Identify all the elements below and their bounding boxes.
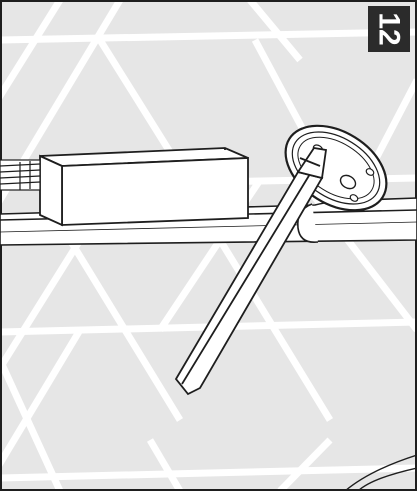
pipe-corner [344, 454, 417, 491]
step-number-badge: 12 [368, 6, 410, 52]
shelf-block [39, 147, 249, 227]
hex-key [174, 147, 328, 396]
profile-end [0, 159, 41, 191]
step-number: 12 [373, 12, 406, 46]
